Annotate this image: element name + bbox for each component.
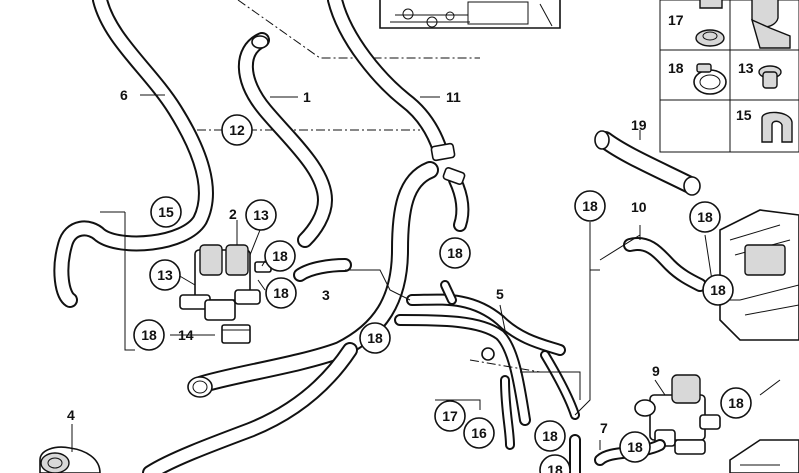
callout-13-mid: 13: [149, 259, 181, 291]
svg-text:18: 18: [367, 330, 383, 346]
svg-text:18: 18: [627, 439, 643, 455]
inset-label-15: 15: [736, 107, 752, 123]
frame-line-top: [237, 0, 480, 59]
callout-12: 12: [221, 114, 253, 146]
clip-icon: [750, 18, 791, 49]
label-2: 2: [229, 206, 237, 222]
svg-text:15: 15: [158, 204, 174, 220]
svg-text:18: 18: [447, 245, 463, 261]
label-19: 19: [631, 117, 647, 133]
hose-11: [327, 0, 448, 158]
callout-18-valve-mid: 18: [265, 277, 297, 309]
svg-text:18: 18: [141, 327, 157, 343]
svg-text:13: 13: [253, 207, 269, 223]
inset-label-18: 18: [668, 60, 684, 76]
hose-3: [293, 258, 352, 282]
callout-17: 17: [434, 400, 466, 432]
hose-center-down: [448, 173, 470, 232]
label-4: 4: [67, 407, 75, 423]
callout-18-right-hose: 18: [689, 201, 721, 233]
pump-4: [39, 446, 101, 473]
callout-18-valve-9: 18: [720, 387, 752, 419]
callout-18-right-column: 18: [574, 190, 606, 222]
radiator-right: [719, 209, 799, 341]
hose-clamp-icon: [693, 69, 727, 95]
svg-text:12: 12: [229, 122, 245, 138]
svg-text:13: 13: [157, 267, 173, 283]
callout-16: 16: [463, 417, 495, 449]
valve-2: [179, 244, 272, 321]
callout-18-right-small: 18: [702, 274, 734, 306]
callout-13-top: 13: [245, 199, 277, 231]
hose-10: [623, 237, 707, 292]
svg-text:18: 18: [728, 395, 744, 411]
valve-9: [634, 374, 721, 455]
hose-1: [237, 32, 333, 248]
callout-18-center: 18: [439, 237, 471, 269]
label-1: 1: [303, 89, 311, 105]
pipe-assembly-5: [394, 280, 580, 450]
label-6: 6: [120, 87, 128, 103]
svg-text:18: 18: [582, 198, 598, 214]
label-3: 3: [322, 287, 330, 303]
hose-bottom-left: [142, 342, 358, 473]
hose-6: [53, 0, 214, 308]
svg-text:18: 18: [547, 462, 563, 473]
label-10: 10: [631, 199, 647, 215]
callout-15: 15: [150, 196, 182, 228]
inset-label-17: 17: [668, 12, 684, 28]
callout-18-valve-top: 18: [264, 240, 296, 272]
label-9: 9: [652, 363, 660, 379]
bottom-right-box: [729, 439, 799, 473]
callout-18-left: 18: [133, 319, 165, 351]
callout-18-bottom-c: 18: [539, 454, 571, 473]
heater-core-assembly: [379, 0, 561, 29]
callout-18-bottom-a: 18: [534, 420, 566, 452]
svg-text:18: 18: [542, 428, 558, 444]
label-7: 7: [600, 420, 608, 436]
grommet-icon: [695, 29, 725, 47]
inset-legend: 17 18 13 15: [659, 0, 799, 153]
svg-text:17: 17: [442, 408, 458, 424]
part-14-block: [221, 324, 251, 344]
callout-18-bottom-b: 18: [619, 431, 651, 463]
leader-lines: [71, 94, 781, 452]
label-14: 14: [178, 327, 194, 343]
svg-text:16: 16: [471, 425, 487, 441]
label-5: 5: [496, 286, 504, 302]
holder-icon: [761, 111, 793, 143]
inset-label-13: 13: [738, 60, 754, 76]
svg-text:18: 18: [710, 282, 726, 298]
svg-text:18: 18: [272, 248, 288, 264]
svg-text:18: 18: [697, 209, 713, 225]
callout-18-pipe: 18: [359, 322, 391, 354]
tee-connector: [430, 142, 466, 186]
hose-19: [594, 130, 701, 196]
label-11: 11: [446, 89, 461, 105]
svg-text:18: 18: [273, 285, 289, 301]
